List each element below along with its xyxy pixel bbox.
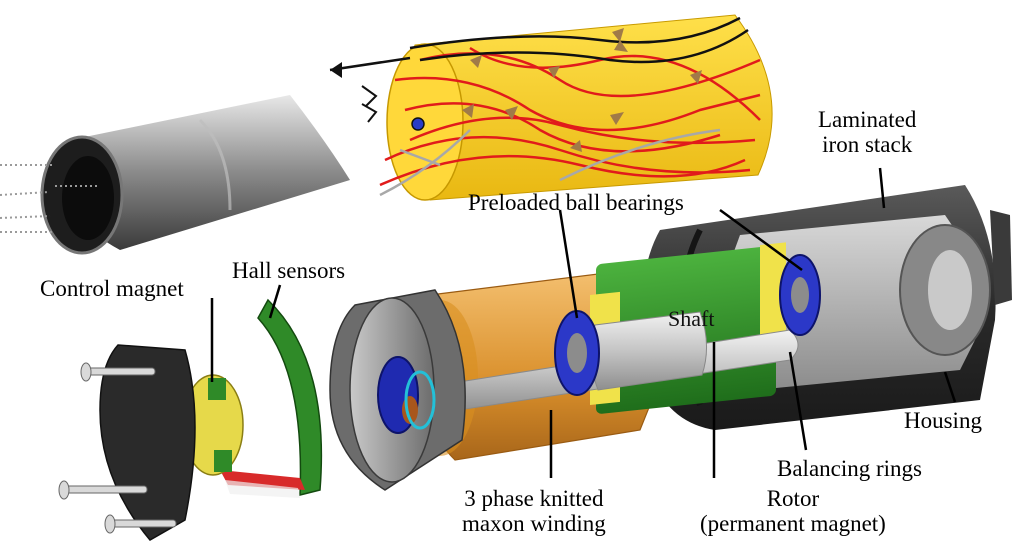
winding-field-cylinder	[329, 14, 773, 201]
label-winding-line2: maxon winding	[462, 511, 606, 536]
label-laminated-iron-stack: Laminated iron stack	[818, 107, 916, 157]
rotor-assembly	[431, 242, 821, 414]
label-rotor-line1: Rotor	[766, 486, 820, 511]
label-control-magnet: Control magnet	[40, 276, 184, 301]
leader-lines	[210, 167, 957, 478]
label-rotor-line2: (permanent magnet)	[700, 511, 886, 536]
label-laminated-line1: Laminated	[818, 107, 917, 132]
label-hall-sensors: Hall sensors	[232, 258, 346, 283]
label-winding: 3 phase knitted maxon winding	[462, 486, 606, 536]
label-laminated-line2: iron stack	[822, 132, 913, 157]
label-balancing-rings: Balancing rings	[777, 456, 922, 481]
label-shaft: Shaft	[668, 306, 715, 331]
hall-sensor-board	[220, 298, 323, 498]
label-winding-line1: 3 phase knitted	[464, 486, 604, 511]
end-cap-with-screws	[58, 344, 196, 541]
label-rotor: Rotor (permanent magnet)	[700, 486, 886, 536]
label-preloaded-ball-bearings: Preloaded ball bearings	[468, 190, 684, 215]
flange-cap	[329, 289, 466, 491]
label-housing: Housing	[904, 408, 982, 433]
mesh-winding-cylinder	[0, 95, 350, 255]
